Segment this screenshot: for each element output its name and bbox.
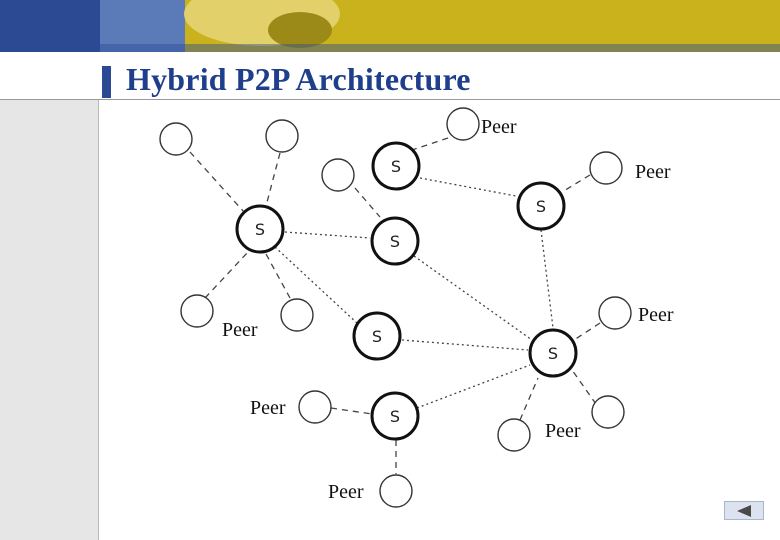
server-label: S [391, 157, 401, 176]
peer-node [447, 108, 479, 140]
peer-node [160, 123, 192, 155]
peer-link [574, 323, 600, 340]
left-triangle-icon [737, 505, 751, 517]
server-node: S [373, 143, 419, 189]
peer-link [412, 138, 448, 150]
server-node: S [372, 393, 418, 439]
server-link [285, 232, 370, 238]
peer-node [281, 299, 313, 331]
server-nodes: S S S S S S S [237, 143, 576, 439]
server-label: S [390, 232, 400, 251]
peer-label: Peer [222, 319, 258, 341]
peer-node [266, 120, 298, 152]
peer-link [572, 370, 596, 404]
peer-node [380, 475, 412, 507]
server-label: S [536, 197, 546, 216]
server-link [541, 230, 553, 328]
server-label: S [255, 220, 265, 239]
peer-label: Peer [635, 161, 671, 183]
server-node: S [237, 206, 283, 252]
peer-link [190, 152, 244, 212]
peer-link [331, 408, 372, 414]
server-node: S [518, 183, 564, 229]
server-link [420, 178, 516, 196]
peer-label: Peer [638, 304, 674, 326]
peer-node [498, 419, 530, 451]
previous-slide-button[interactable] [724, 501, 764, 520]
peer-label: Peer [545, 420, 581, 442]
peer-link [520, 378, 538, 420]
peer-link [562, 175, 590, 192]
peer-node [299, 391, 331, 423]
peer-node [590, 152, 622, 184]
server-label: S [372, 327, 382, 346]
peer-label: Peer [250, 397, 286, 419]
peer-node [599, 297, 631, 329]
server-node: S [354, 313, 400, 359]
peer-link [355, 188, 380, 217]
peer-node [322, 159, 354, 191]
server-label: S [548, 344, 558, 363]
peer-link [266, 153, 280, 206]
peer-link [205, 252, 248, 298]
server-link [414, 256, 532, 340]
peer-node [181, 295, 213, 327]
server-link [402, 340, 528, 350]
peer-node [592, 396, 624, 428]
server-node: S [530, 330, 576, 376]
server-label: S [390, 407, 400, 426]
peer-label: Peer [328, 481, 364, 503]
server-link [417, 365, 530, 408]
peer-link [266, 254, 290, 298]
server-node: S [372, 218, 418, 264]
peer-label: Peer [481, 116, 517, 138]
